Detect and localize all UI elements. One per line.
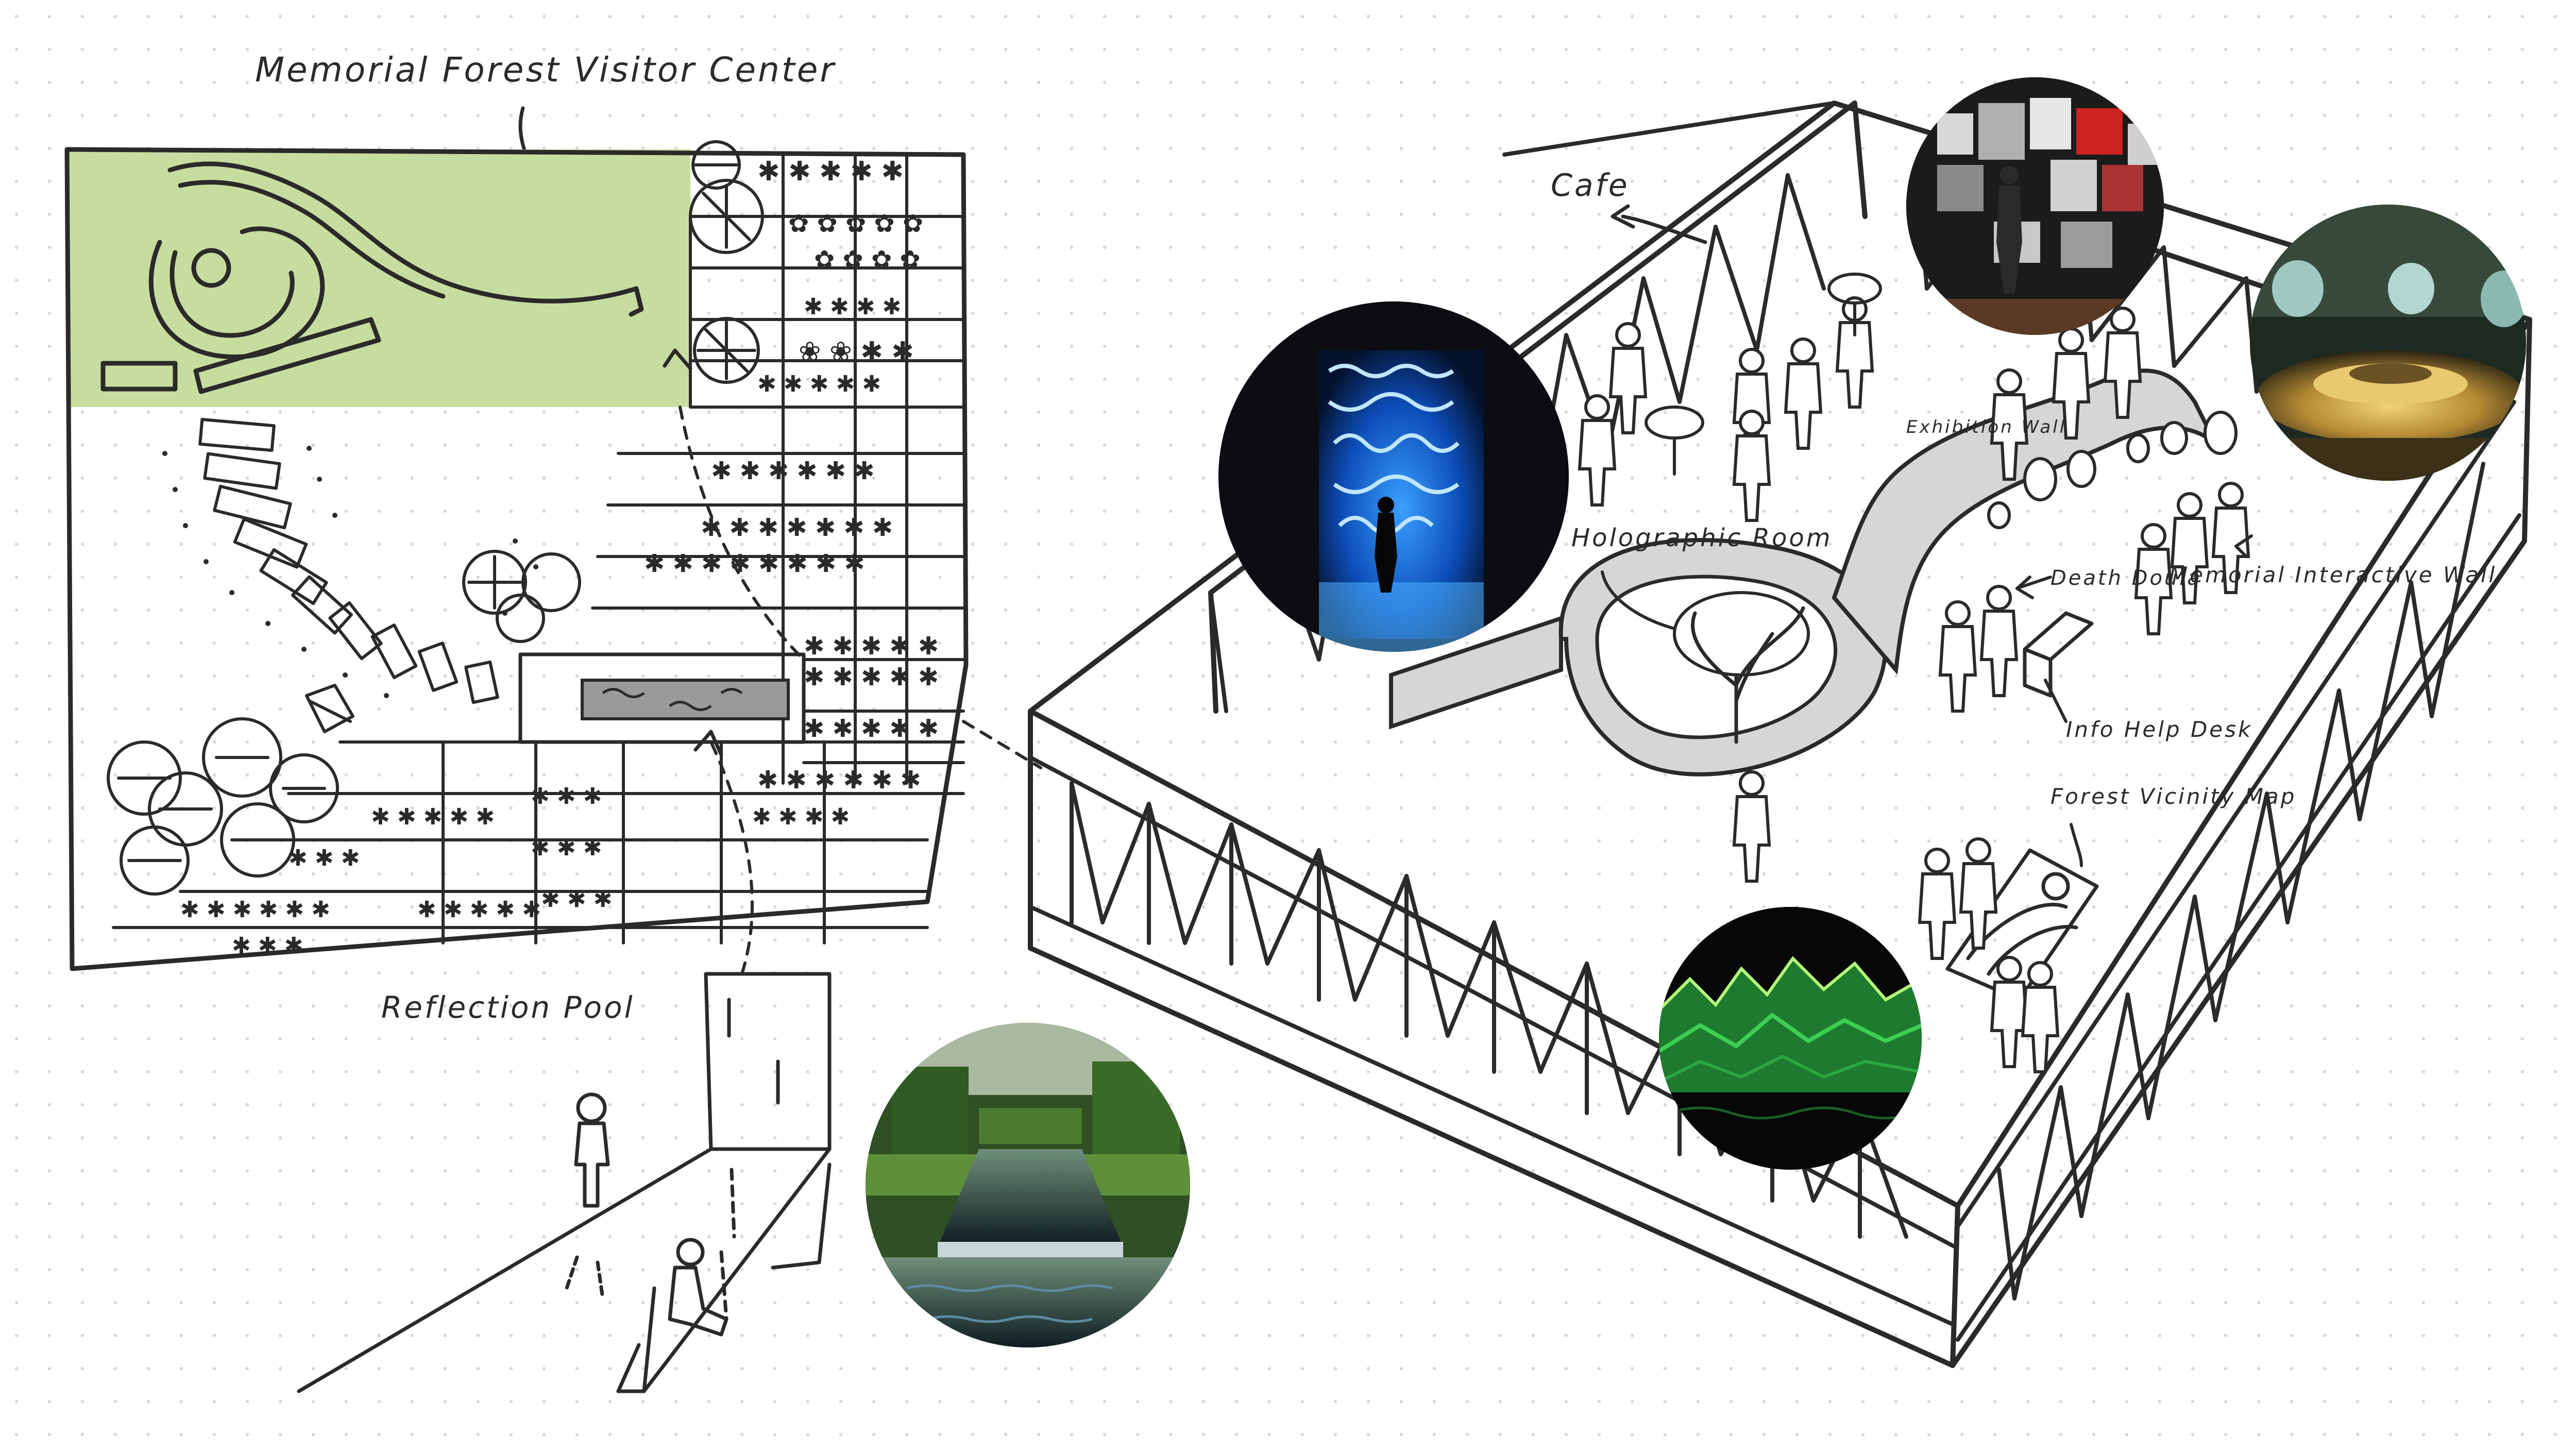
- svg-text:✱ ✱ ✱: ✱ ✱ ✱: [289, 845, 360, 871]
- plan-reflection-pool: [518, 652, 806, 744]
- forest-vicinity-map-label: Forest Vicinity Map: [2050, 784, 2296, 809]
- svg-text:✱ ✱ ✱ ✱ ✱ ✱: ✱ ✱ ✱ ✱ ✱ ✱: [757, 766, 921, 795]
- right-truss: [1956, 400, 2521, 1342]
- planting-symbols: ✱ ✱ ✱ ✱ ✱ ✿ ✿ ✿ ✿ ✿ ✿ ✿ ✿ ✿ ✱ ✱ ✱ ✱ ❀ ❀ …: [180, 156, 939, 959]
- arrow-heads: [663, 348, 723, 757]
- exhibition-wall-photo: [1906, 77, 2164, 335]
- death-doula-label: Death Doula: [2050, 566, 2202, 590]
- svg-text:✱ ✱ ✱ ✱ ✱: ✱ ✱ ✱ ✱ ✱: [804, 714, 939, 743]
- svg-text:✱ ✱ ✱: ✱ ✱ ✱: [531, 783, 602, 810]
- svg-text:✱ ✱ ✱: ✱ ✱ ✱: [531, 835, 602, 861]
- cafe-arrow: [1611, 204, 1707, 244]
- svg-text:✿ ✿ ✿ ✿: ✿ ✿ ✿ ✿: [814, 245, 921, 274]
- svg-text:✱ ✱ ✱ ✱: ✱ ✱ ✱ ✱: [752, 804, 850, 830]
- stepping-path: [198, 417, 499, 704]
- svg-text:✱ ✱ ✱ ✱: ✱ ✱ ✱ ✱: [804, 294, 901, 320]
- memorial-interactive-wall-label: Memorial Interactive Wall: [2169, 562, 2497, 587]
- svg-text:✱ ✱ ✱ ✱ ✱ ✱: ✱ ✱ ✱ ✱ ✱ ✱: [711, 457, 875, 485]
- gravel-dots: [162, 446, 538, 698]
- svg-text:✱ ✱ ✱ ✱ ✱: ✱ ✱ ✱ ✱ ✱: [417, 897, 541, 923]
- reflection-pool-photo: [866, 1023, 1190, 1347]
- info-help-desk-label: Info Help Desk: [2066, 717, 2252, 742]
- holographic-room-arrow: [1601, 570, 1676, 630]
- svg-text:✱ ✱ ✱ ✱ ✱ ✱ ✱: ✱ ✱ ✱ ✱ ✱ ✱ ✱: [701, 513, 893, 542]
- cafe-tables: [1645, 273, 1882, 476]
- svg-text:✱ ✱ ✱: ✱ ✱ ✱: [232, 933, 303, 959]
- svg-text:✿ ✿ ✿ ✿ ✿: ✿ ✿ ✿ ✿ ✿: [788, 209, 923, 238]
- death-doula-arrow: [2015, 576, 2052, 599]
- memorial-wall-arrow: [2234, 534, 2253, 558]
- holographic-room-photo: [1218, 301, 1569, 652]
- pool-perspective-sketch: [297, 972, 832, 1393]
- svg-text:✱ ✱ ✱ ✱ ✱: ✱ ✱ ✱ ✱ ✱: [757, 156, 904, 187]
- visitor-center-building: [100, 161, 644, 394]
- tree-symbols: [107, 140, 764, 896]
- svg-text:❀ ❀ ✱ ✱: ❀ ❀ ✱ ✱: [799, 336, 914, 367]
- svg-text:✱ ✱ ✱ ✱ ✱ ✱: ✱ ✱ ✱ ✱ ✱ ✱: [180, 897, 330, 923]
- info-desk-arrow: [2044, 679, 2067, 723]
- holographic-room-label: Holographic Room: [1571, 524, 1833, 552]
- visitor-center-highlight: [67, 149, 690, 407]
- svg-text:✱ ✱ ✱ ✱ ✱: ✱ ✱ ✱ ✱ ✱: [804, 632, 939, 661]
- forest-map-arrow: [2070, 823, 2083, 867]
- site-plan: Memorial Forest Visitor Center: [64, 50, 1042, 1393]
- site-boundary: [64, 147, 969, 971]
- reflection-pool-label: Reflection Pool: [381, 990, 635, 1025]
- people-figures: [1578, 296, 2250, 1073]
- forest-map-photo: [1659, 907, 1922, 1170]
- svg-text:✱ ✱ ✱ ✱ ✱ ✱ ✱ ✱: ✱ ✱ ✱ ✱ ✱ ✱ ✱ ✱: [644, 549, 865, 578]
- svg-text:✱ ✱ ✱ ✱ ✱: ✱ ✱ ✱ ✱ ✱: [371, 804, 495, 830]
- plan-connector-arrows: [679, 406, 1042, 975]
- svg-text:✱ ✱ ✱ ✱ ✱: ✱ ✱ ✱ ✱ ✱: [757, 371, 881, 397]
- exhibition-wall-label: Exhibition Wall: [1906, 417, 2066, 437]
- svg-text:✱ ✱ ✱ ✱ ✱: ✱ ✱ ✱ ✱ ✱: [804, 663, 939, 692]
- svg-text:✱ ✱ ✱: ✱ ✱ ✱: [541, 886, 613, 913]
- plan-title: Memorial Forest Visitor Center: [255, 50, 836, 90]
- cafe-label: Cafe: [1551, 167, 1630, 204]
